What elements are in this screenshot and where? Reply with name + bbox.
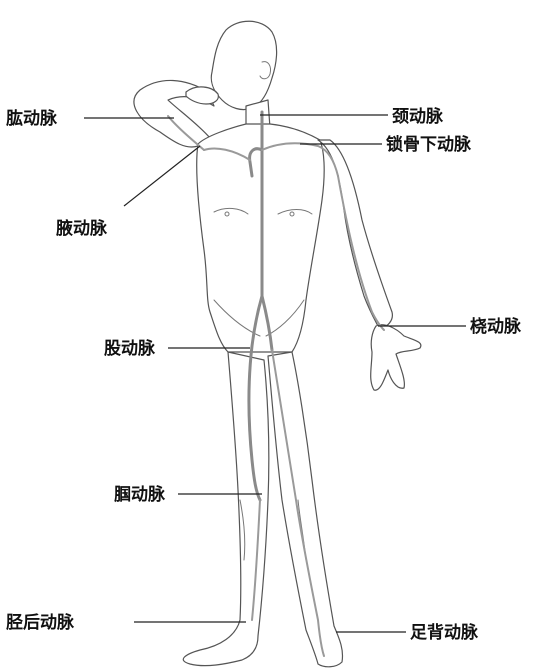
torso (197, 124, 324, 352)
hand-at-face (186, 87, 218, 104)
leader-axillary (124, 146, 200, 206)
label-radial-artery: 桡动脉 (470, 316, 522, 337)
label-dorsalis-pedis-artery: 足背动脉 (410, 622, 479, 643)
label-subclavian-artery: 锁骨下动脉 (386, 134, 472, 155)
right-leg (183, 352, 269, 666)
head (211, 21, 276, 109)
hanging-hand (371, 325, 421, 390)
label-posterior-tibial-artery: 胫后动脉 (6, 612, 75, 633)
label-femoral-artery: 股动脉 (104, 338, 156, 359)
hanging-arm (318, 140, 392, 330)
label-axillary-artery: 腋动脉 (56, 218, 108, 239)
body-figure (134, 21, 421, 667)
label-brachial-artery: 肱动脉 (6, 108, 58, 129)
label-carotid-artery: 颈动脉 (392, 106, 444, 127)
label-popliteal-artery: 腘动脉 (114, 484, 166, 505)
